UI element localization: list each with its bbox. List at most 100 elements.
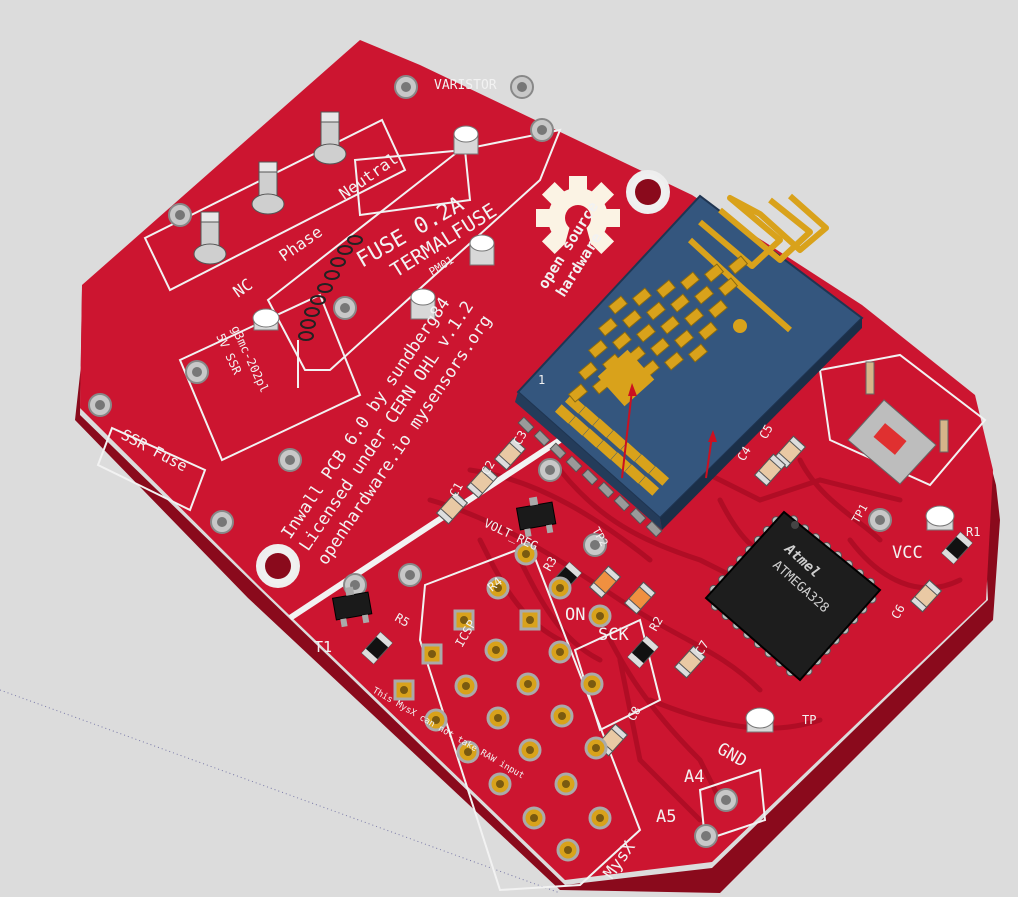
module-pad [564,394,586,414]
pad-hole [192,367,202,377]
smd-resistor [626,635,660,669]
module-pad [606,430,628,450]
pad-hole [545,465,555,475]
pad-hole [530,814,538,822]
header-pin [629,507,647,525]
pad-hole [564,846,572,854]
pad-hole [175,210,185,220]
c1-label: C1 [446,480,465,500]
smd-capacitor [493,437,527,471]
r5-label: R5 [393,610,413,629]
module-pad [578,406,600,426]
module-pad [645,301,667,321]
c4-label: C4 [734,444,753,464]
pad-hole [556,648,564,656]
smd-transistor [515,496,557,538]
pad-hole [592,744,600,752]
pad-hole [526,616,534,624]
pad-hole [460,616,468,624]
pad-hole [537,125,547,135]
smd-capacitor [588,565,622,599]
c3-label: C3 [510,428,529,448]
header-pin [613,494,631,512]
c2-label: C2 [478,458,497,478]
header-pin [565,455,583,473]
module-pad [727,255,749,275]
module-pad [634,454,656,474]
radio-module [515,193,864,530]
c5-label: C5 [756,422,775,442]
module-pad [596,440,618,460]
module-pad [648,466,670,486]
pad-hole [721,795,731,805]
pad-hole [496,780,504,788]
module-pad [673,329,695,349]
header-pin [533,429,551,447]
white-posts [252,125,955,733]
pad-hole [875,515,885,525]
mounting-holes [256,170,670,588]
module-pad [659,315,681,335]
on-label: ON [565,605,585,625]
c7-label: C7 [692,638,711,658]
pad-hole [596,612,604,620]
through-hole-pads [88,75,892,597]
module-pad [649,337,671,357]
r1-label: R1 [966,525,980,539]
module-pad [621,309,643,329]
module-pad [655,279,677,299]
thermal-fuse-chain [298,235,363,341]
r3-label: R3 [540,554,559,574]
pad-hole [428,650,436,658]
axis-guide-line [0,689,561,894]
smd-components [331,435,974,757]
module-pad [592,418,614,438]
pad-hole [432,716,440,724]
module-pad [703,263,725,283]
pad-hole [217,517,227,527]
module-pad [611,331,633,351]
pad-hole [405,570,415,580]
smd-capacitor [623,581,657,615]
module-pad [707,299,729,319]
module-pad [697,321,719,341]
button-switch [847,361,949,485]
pad-hole [400,686,408,694]
c8-label: C8 [624,704,643,724]
pad-hole [588,680,596,688]
mcu-chip [704,510,882,682]
smd-capacitor [435,491,469,525]
module-pad [687,343,709,363]
pad-hole [401,82,411,92]
varistor-label: VARISTOR [434,78,497,93]
radio-header-pins [517,416,663,538]
a5-label: A5 [656,807,676,827]
radio-pin1-label: 1 [538,373,545,387]
module-pad [635,323,657,343]
smd-capacitor [909,579,943,613]
header-pin [597,481,615,499]
header-pads [393,542,738,862]
terminal-posts [193,111,347,265]
module-pad [663,351,685,371]
module-center-pad [597,349,655,407]
pad-hole [494,584,502,592]
pad-hole [464,748,472,756]
r2-label: R2 [646,614,665,634]
module-pad [669,293,691,313]
pad-hole [596,814,604,822]
module-pad [679,271,701,291]
pad-hole [524,680,532,688]
sck-label: SCK [598,625,629,645]
smd-capacitor [753,453,787,487]
module-pad [554,404,576,424]
pad-hole [340,303,350,313]
module-pad [577,361,599,381]
pad-hole [590,540,600,550]
module-pad [693,285,715,305]
smd-capacitor [465,465,499,499]
header-pin [581,468,599,486]
pad-hole [558,712,566,720]
smd-resistor [360,631,394,665]
